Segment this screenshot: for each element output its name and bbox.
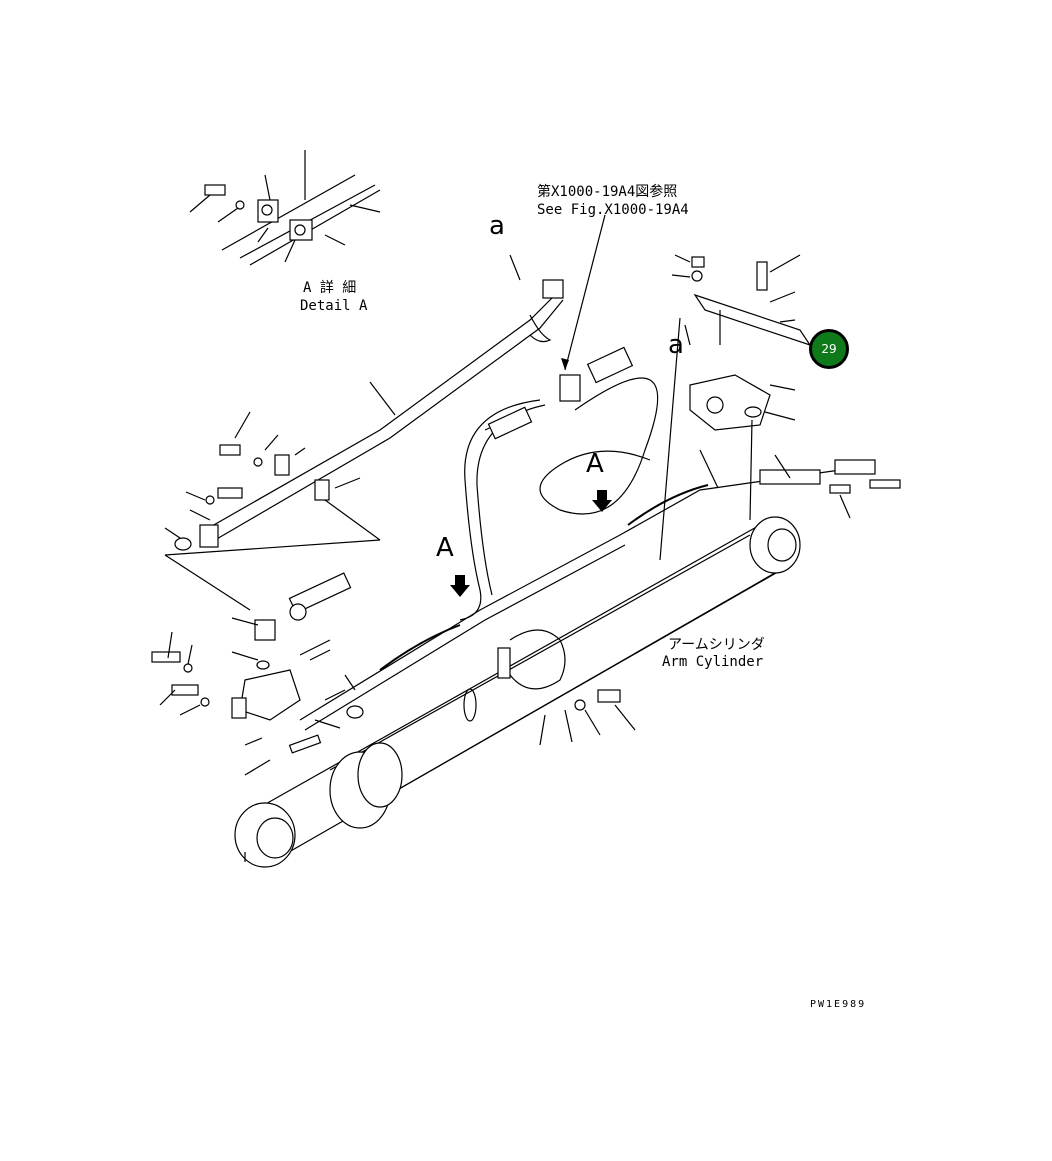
arm-cylinder-drawing [234, 516, 801, 868]
see-fig-label-en: See Fig.X1000-19A4 [537, 202, 689, 218]
view-mark-a-small-1: a [489, 211, 505, 241]
detail-a-title-en: Detail A [300, 298, 368, 314]
view-mark-a-small-2: a [668, 330, 684, 360]
pointer-lines [450, 214, 851, 597]
drawing-code: PW1E989 [810, 999, 867, 1010]
detail-a-title-jp: A 詳 細 [303, 280, 357, 296]
view-mark-a-big-1: A [586, 449, 604, 479]
valve-and-bracket [659, 254, 812, 561]
detail-a-drawing [189, 150, 381, 266]
hoses [288, 346, 901, 731]
part-callout-29[interactable]: 29 [809, 329, 849, 369]
view-mark-a-big-2: A [436, 533, 454, 563]
arm-cylinder-label-jp: アームシリンダ [668, 637, 765, 653]
steel-pipe [164, 279, 564, 551]
see-fig-label-jp: 第X1000-19A4図参照 [537, 184, 678, 200]
left-valve [151, 499, 381, 776]
arm-cylinder-label-en: Arm Cylinder [662, 654, 764, 670]
